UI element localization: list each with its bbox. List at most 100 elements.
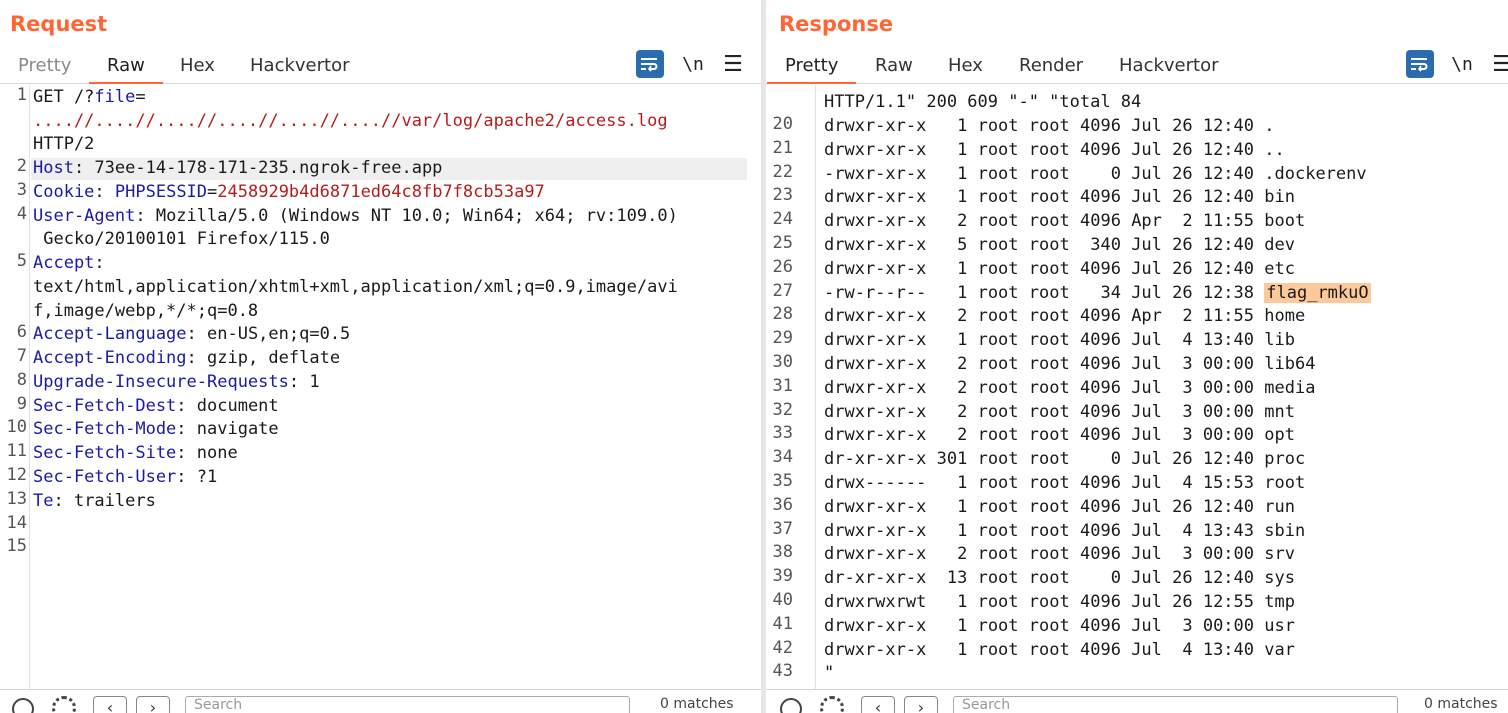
listing-row: drwxrwxrwt 1 root root 4096 Jul 26 12:55… — [824, 590, 1295, 614]
listing-date: Jul 26 12:40 — [1131, 140, 1255, 160]
listing-links: 2 — [936, 378, 968, 398]
word-wrap-button[interactable] — [636, 50, 664, 78]
line-number: 25 — [772, 233, 793, 253]
tab-pretty[interactable]: Pretty — [18, 55, 72, 76]
listing-owner: root — [977, 616, 1019, 636]
listing-group: root — [1028, 187, 1070, 207]
listing-name: .. — [1264, 140, 1285, 160]
tab-hackvertor[interactable]: Hackvertor — [1119, 55, 1219, 76]
listing-size: 4096 — [1079, 640, 1121, 660]
show-newlines-button[interactable]: \n — [1451, 53, 1473, 75]
tab-hex[interactable]: Hex — [180, 55, 215, 76]
listing-size: 340 — [1079, 235, 1121, 255]
listing-name: media — [1264, 378, 1316, 398]
settings-gear-icon[interactable] — [52, 696, 76, 713]
header-name: Cookie — [33, 182, 95, 202]
listing-perm: dr-xr-xr-x — [824, 449, 927, 469]
header-name: Accept — [33, 253, 95, 273]
help-icon[interactable] — [780, 698, 802, 713]
listing-owner: root — [977, 592, 1019, 612]
settings-gear-icon[interactable] — [820, 696, 844, 713]
listing-name: var — [1264, 640, 1295, 660]
header-name: User-Agent — [33, 206, 136, 226]
response-title: Response — [779, 12, 894, 36]
listing-owner: root — [977, 211, 1019, 231]
cookie-equals: = — [207, 182, 218, 202]
next-match-button[interactable]: › — [136, 696, 170, 713]
line-number: 24 — [772, 209, 793, 229]
tab-hex[interactable]: Hex — [948, 55, 983, 76]
listing-group: root — [1028, 259, 1070, 279]
listing-date: Jul 3 00:00 — [1131, 378, 1255, 398]
line-number: 7 — [16, 346, 27, 366]
header-sec-fetch-site: Sec-Fetch-Site: none — [33, 441, 238, 465]
previous-match-button[interactable]: ‹ — [93, 696, 127, 713]
menu-icon[interactable]: ☰ — [723, 51, 743, 77]
line-number: 39 — [772, 566, 793, 586]
listing-row: drwxr-xr-x 2 root root 4096 Jul 3 00:00 … — [824, 376, 1315, 400]
listing-date: Jul 3 00:00 — [1131, 544, 1255, 564]
word-wrap-button[interactable] — [1406, 50, 1434, 78]
help-icon[interactable] — [12, 698, 34, 713]
header-name: Sec-Fetch-Site — [33, 443, 177, 463]
tab-pretty[interactable]: Pretty — [767, 54, 857, 84]
listing-links: 1 — [936, 640, 968, 660]
request-editor[interactable]: 1 2 3 4 5 6 7 8 9 10 11 12 13 14 15 GET … — [0, 85, 761, 689]
header-name: Accept-Encoding — [33, 348, 187, 368]
header-accept: Accept: — [33, 251, 105, 275]
listing-group: root — [1028, 354, 1070, 374]
listing-date: Jul 26 12:40 — [1131, 187, 1255, 207]
tab-raw[interactable]: Raw — [89, 54, 163, 84]
listing-date: Jul 26 12:40 — [1131, 568, 1255, 588]
listing-owner: root — [977, 402, 1019, 422]
listing-date: Jul 26 12:55 — [1131, 592, 1255, 612]
request-tabs: Pretty Raw Hex Hackvertor — [0, 50, 761, 84]
listing-perm: drwxr-xr-x — [824, 259, 927, 279]
tab-hackvertor[interactable]: Hackvertor — [250, 55, 350, 76]
listing-row: drwxr-xr-x 2 root root 4096 Jul 3 00:00 … — [824, 352, 1315, 376]
menu-icon[interactable]: ☰ — [1492, 51, 1508, 77]
tab-render[interactable]: Render — [1019, 55, 1084, 76]
line-number: 28 — [772, 304, 793, 324]
listing-group: root — [1028, 402, 1070, 422]
next-match-button[interactable]: › — [904, 696, 938, 713]
listing-group: root — [1028, 640, 1070, 660]
listing-owner: root — [977, 306, 1019, 326]
search-input[interactable]: Search — [185, 696, 630, 713]
tab-raw[interactable]: Raw — [875, 55, 913, 76]
header-name: Upgrade-Insecure-Requests — [33, 372, 289, 392]
listing-group: root — [1028, 164, 1070, 184]
listing-row: drwxr-xr-x 2 root root 4096 Jul 3 00:00 … — [824, 400, 1295, 424]
listing-group: root — [1028, 544, 1070, 564]
cookie-name: PHPSESSID — [114, 182, 208, 202]
header-cookie: Cookie: PHPSESSID=2458929b4d6871ed64c8fb… — [33, 180, 545, 204]
line-number: 4 — [16, 204, 27, 224]
previous-match-button[interactable]: ‹ — [861, 696, 895, 713]
listing-size: 4096 — [1079, 521, 1121, 541]
header-sec-fetch-mode: Sec-Fetch-Mode: navigate — [33, 417, 279, 441]
header-name: Sec-Fetch-User — [33, 467, 177, 487]
match-count: 0 matches — [660, 696, 734, 712]
listing-date: Apr 2 11:55 — [1131, 211, 1255, 231]
listing-row: drwxr-xr-x 1 root root 4096 Jul 4 13:40 … — [824, 328, 1295, 352]
listing-name: .dockerenv — [1264, 164, 1367, 184]
listing-perm: drwxr-xr-x — [824, 497, 927, 517]
line-number: 15 — [6, 536, 27, 556]
header-accept-value: text/html,application/xhtml+xml,applicat… — [33, 277, 678, 297]
listing-row: drwxr-xr-x 1 root root 4096 Jul 26 12:40… — [824, 114, 1275, 138]
pane-divider[interactable] — [761, 0, 766, 713]
header-value: : none — [176, 443, 238, 463]
line-number: 11 — [6, 441, 27, 461]
listing-perm: -rw-r--r-- — [824, 283, 927, 303]
show-newlines-button[interactable]: \n — [682, 53, 704, 75]
line-number: 33 — [772, 423, 793, 443]
search-input[interactable]: Search — [953, 696, 1398, 713]
param-value: ....//....//....//....//....//....//var/… — [33, 111, 668, 131]
listing-links: 1 — [936, 187, 968, 207]
closing-quote-line: " — [824, 663, 835, 683]
listing-row: drwxr-xr-x 1 root root 4096 Jul 3 00:00 … — [824, 614, 1295, 638]
line-number: 35 — [772, 471, 793, 491]
listing-row: dr-xr-xr-x 301 root root 0 Jul 26 12:40 … — [824, 447, 1305, 471]
line-number-gutter — [0, 85, 30, 689]
